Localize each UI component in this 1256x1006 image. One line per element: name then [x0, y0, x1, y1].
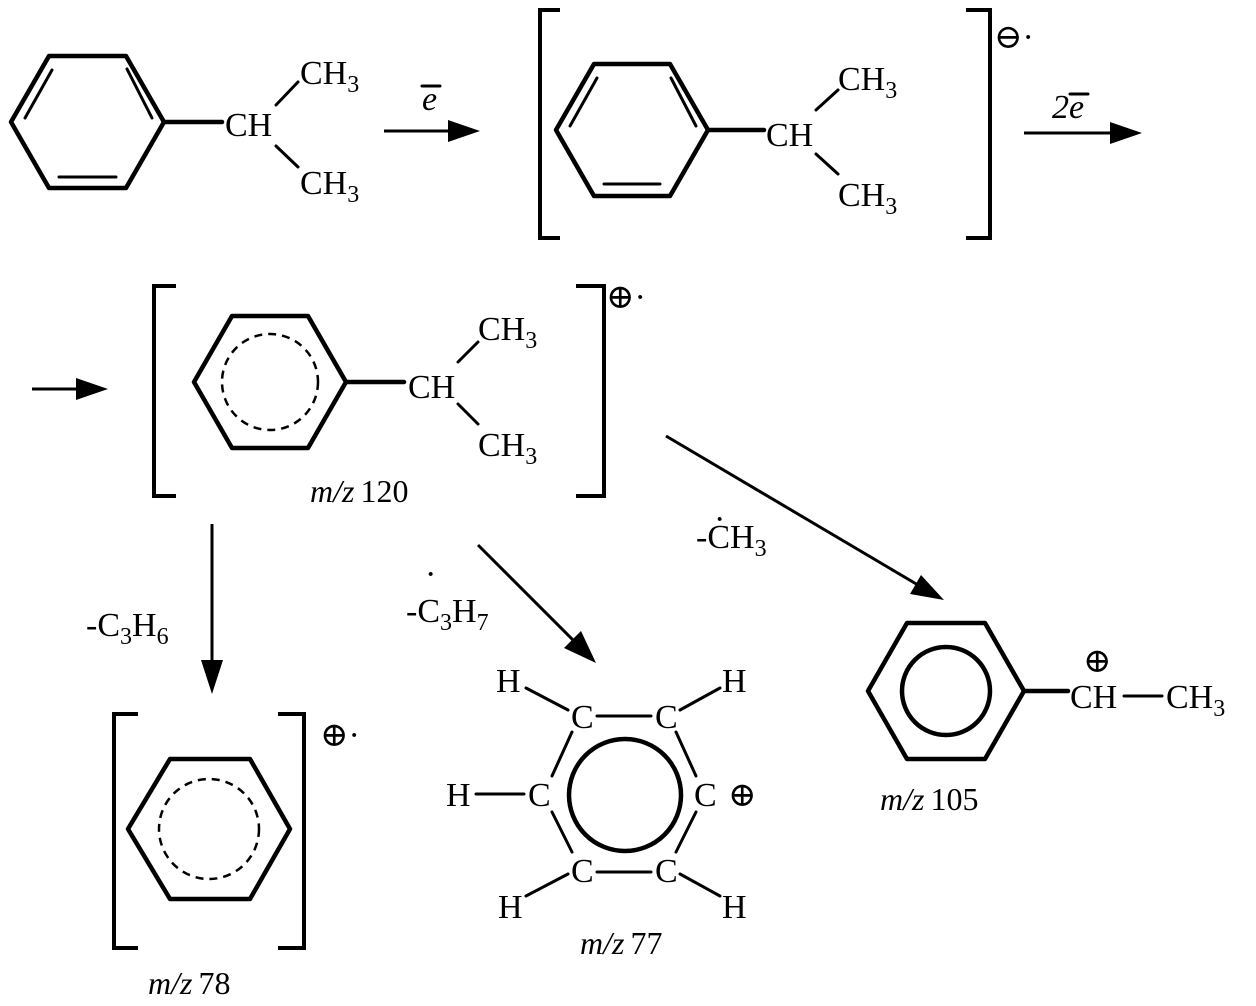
hydrogen-atom: H: [722, 889, 747, 926]
cumene-molecule: CH CH3 CH3: [8, 53, 359, 208]
right-bracket: [966, 8, 992, 240]
ring-bond: [550, 810, 574, 854]
ch-to-methyl-bond: [814, 88, 840, 112]
right-bracket: [576, 284, 606, 498]
methyl-label: CH3: [1166, 679, 1225, 722]
methyl-label: CH3: [300, 165, 359, 208]
left-bracket: [152, 284, 176, 498]
ring-bond: [674, 730, 698, 778]
carbon-atom: C: [655, 853, 678, 890]
loss-c3h6-label: -C3H6: [86, 607, 169, 650]
ch-label: CH: [225, 107, 272, 144]
delocalized-ring: [157, 777, 261, 881]
continuation-arrow: [32, 378, 108, 400]
left-bracket: [538, 8, 560, 240]
ring-bond: [550, 730, 574, 778]
radical-dot: ·: [425, 556, 436, 593]
methyl-label: CH3: [478, 427, 537, 470]
hydrogen-atom: H: [496, 663, 521, 700]
loss-ch3-label: -CH3: [696, 519, 767, 562]
benzene-ring: [191, 313, 349, 451]
carbon-atom: C: [528, 777, 551, 814]
electron-loss-arrow: 2e: [1024, 89, 1142, 144]
loss-c3h7-label: -C3H7: [406, 593, 489, 636]
ch-to-methyl-bond: [456, 402, 480, 426]
cation-radical-charge: ⊕·: [320, 717, 360, 754]
right-bracket: [278, 712, 306, 950]
ring-bond: [674, 810, 698, 854]
c-h-bond: [524, 686, 570, 712]
ring-double-bond: [125, 67, 154, 120]
methyl-label: CH3: [300, 55, 359, 98]
left-bracket: [112, 712, 138, 950]
ring-double-bond: [23, 68, 54, 120]
loss-c3h6-arrow: -C3H6: [86, 524, 223, 694]
ch-label: CH: [766, 117, 813, 154]
ch-to-methyl-bond: [456, 340, 480, 364]
ring-double-bond: [669, 76, 698, 128]
hydrogen-atom: H: [498, 889, 523, 926]
hydrogen-atom: H: [722, 663, 747, 700]
electron-label: e: [422, 81, 437, 118]
ch-label: CH: [408, 369, 455, 406]
methyl-label: CH3: [478, 311, 537, 354]
anion-radical-species: CH CH3 CH3 ⊖·: [538, 8, 1034, 240]
carbon-atom: C: [571, 699, 594, 736]
carbon-atom: C: [571, 853, 594, 890]
carbon-atom: C: [694, 777, 717, 814]
methyl-label: CH3: [838, 177, 897, 220]
radical-dot: ·: [714, 501, 725, 538]
cation-charge: ⊕: [728, 777, 757, 814]
methyl-label: CH3: [838, 61, 897, 104]
loss-c3h7-arrow: -C3H7 ·: [406, 543, 596, 663]
ch-to-methyl-bond: [274, 80, 300, 107]
carbon-atom: C: [655, 699, 678, 736]
benzene-ring: [553, 61, 711, 199]
delocalized-ring: [220, 332, 320, 432]
electron-capture-arrow: e: [384, 81, 480, 142]
ring-double-bond: [568, 76, 599, 128]
c-h-bond: [678, 686, 722, 712]
aromatic-ring-circle: [566, 736, 684, 854]
benzene-ring: [865, 620, 1027, 762]
loss-ch3-arrow: -CH3 ·: [665, 434, 944, 600]
aromatic-ring-circle: [899, 644, 993, 738]
ch-to-methyl-bond: [814, 152, 840, 176]
cation-charge: ⊕: [1083, 643, 1112, 680]
benzene-ring: [8, 53, 167, 191]
c-h-bond: [524, 872, 570, 898]
hydrogen-atom: H: [446, 777, 471, 814]
anion-radical-charge: ⊖·: [994, 19, 1034, 56]
c-h-bond: [678, 872, 722, 898]
cation-radical-charge: ⊕·: [606, 279, 646, 316]
benzene-ring: [125, 756, 293, 902]
ch-label: CH: [1070, 679, 1117, 716]
ch-to-methyl-bond: [274, 144, 300, 169]
